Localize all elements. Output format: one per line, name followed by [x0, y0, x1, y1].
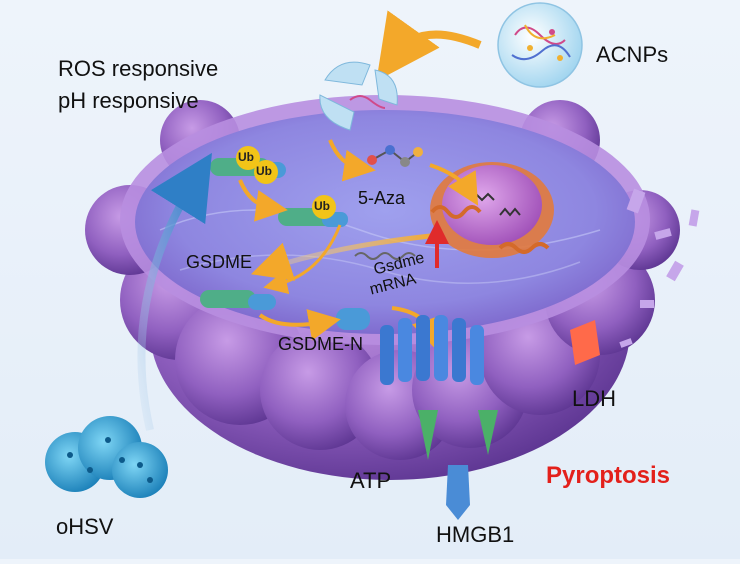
ph-responsive-label: pH responsive: [58, 88, 199, 113]
acnps-label: ACNPs: [596, 42, 669, 67]
ub-label-2: Ub: [256, 164, 272, 178]
pore-icon: [380, 315, 484, 385]
pyroptosis-label: Pyroptosis: [546, 462, 671, 489]
ohsv-label: oHSV: [56, 514, 114, 539]
nanoparticle-icon: [497, 2, 583, 88]
virus-icon: [45, 416, 168, 498]
ub-label-3: Ub: [314, 199, 330, 213]
cell-cytoplasm: [120, 95, 650, 345]
er-icon: [430, 205, 550, 254]
atp-label: ATP: [350, 468, 392, 493]
aza-molecule-icon: [367, 145, 423, 167]
ros-responsive-label: ROS responsive: [58, 56, 219, 81]
release-markers: [418, 320, 600, 520]
ub-label-1: Ub: [238, 150, 254, 164]
aza-label: 5-Aza: [358, 188, 406, 208]
broken-nanoparticle-icon: [319, 61, 398, 131]
hmgb1-label: HMGB1: [436, 522, 515, 547]
membrane-debris: [619, 188, 700, 348]
gsdme-label: GSDME: [186, 252, 253, 272]
ub-icon: [236, 146, 336, 219]
mrna-strand: [354, 252, 416, 260]
pathway-arrows: [137, 10, 482, 431]
gsdme-n-label: GSDME-N: [278, 334, 363, 354]
ldh-label: LDH: [572, 386, 617, 411]
